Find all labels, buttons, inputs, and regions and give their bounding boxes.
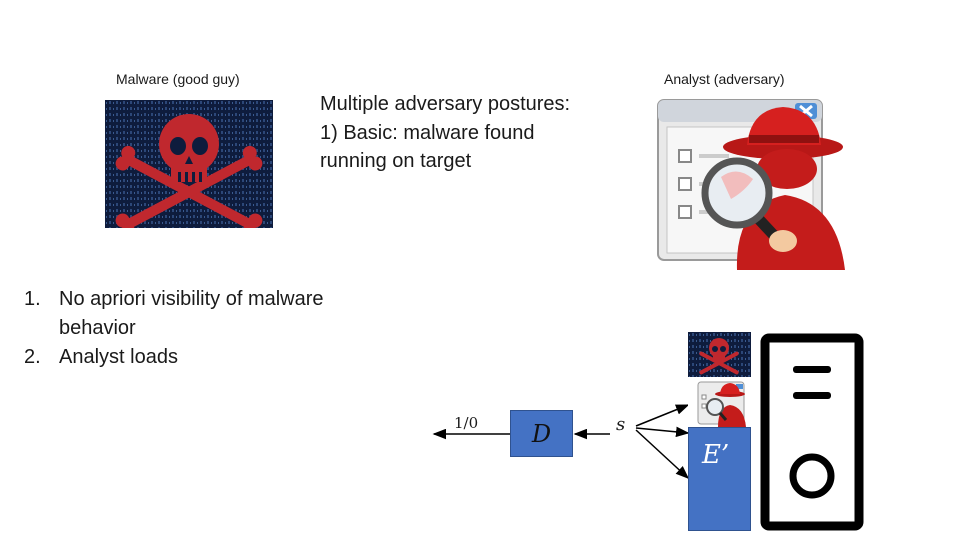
decoder-box: D <box>510 410 573 457</box>
postures-line-1: Multiple adversary postures: <box>320 93 571 115</box>
numbered-list: 1. No apriori visibility of malware beha… <box>24 285 384 372</box>
postures-line-3: running on target <box>320 150 472 172</box>
output-label: 1/0 <box>454 414 479 432</box>
analyst-caption: Analyst (adversary) <box>664 71 785 87</box>
analyst-spy-icon <box>657 99 845 270</box>
signal-label: s <box>616 414 626 435</box>
malware-caption: Malware (good guy) <box>116 71 240 87</box>
list-item-line: Analyst loads <box>59 346 178 368</box>
list-item: 1. No apriori visibility of malware beha… <box>24 285 384 343</box>
list-item-number: 2. <box>24 346 41 368</box>
postures-text: Multiple adversary postures: 1) Basic: m… <box>320 90 620 176</box>
environment-box <box>688 427 751 531</box>
malware-small-icon <box>688 332 751 377</box>
arrow-s-to-analyst <box>635 426 690 438</box>
environment-label: E’ <box>702 440 730 470</box>
arrow-s-to-malware <box>635 404 690 427</box>
postures-line-2: 1) Basic: malware found <box>320 121 535 144</box>
list-item: 2. Analyst loads <box>24 343 384 372</box>
list-item-line: No apriori visibility of malware <box>59 288 324 310</box>
malware-skull-icon <box>105 100 273 228</box>
analyst-small-icon <box>688 377 751 427</box>
computer-tower-icon <box>760 333 864 531</box>
list-item-line: behavior <box>59 317 136 339</box>
arrow-s-to-env <box>635 429 690 480</box>
list-item-number: 1. <box>24 288 41 310</box>
decoder-label: D <box>531 419 552 448</box>
